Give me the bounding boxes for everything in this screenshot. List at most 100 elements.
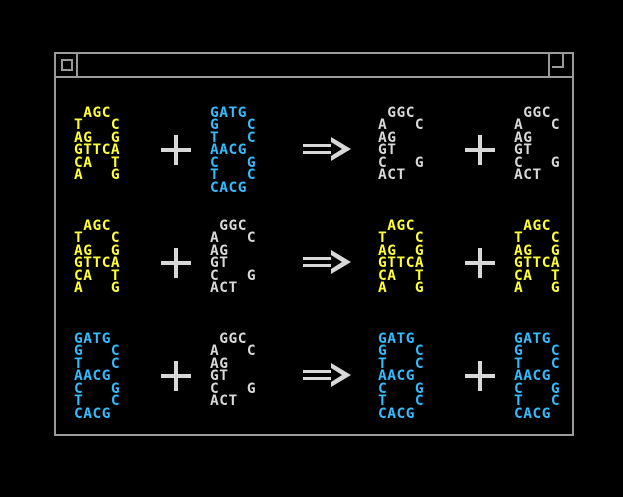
glyph-line: T C (514, 355, 561, 372)
glyph-line: C G (378, 380, 425, 397)
glyph-line: G C (378, 343, 425, 359)
glyph-line: AG G (74, 129, 121, 146)
glyph-line: T C (74, 393, 121, 409)
glyph-line: C G (514, 380, 561, 397)
glyph-line: AGC (74, 104, 111, 121)
close-box-icon[interactable] (56, 54, 78, 76)
right-arrow-icon (301, 359, 355, 393)
glyph-line: CA T (514, 267, 561, 284)
glyph-line: C G (210, 380, 257, 397)
glyph-line: ACT (210, 280, 238, 296)
plus-icon (463, 133, 497, 167)
glyph-line: AACG (74, 368, 111, 384)
glyph-line: T C (210, 129, 257, 146)
glyph-line: CA T (74, 154, 121, 171)
glyph-line: C G (210, 267, 257, 284)
plus-icon (463, 359, 497, 393)
glyph-line: AG G (514, 242, 561, 259)
glyph-line: T C (378, 230, 425, 246)
glyph-line: GT (210, 368, 229, 384)
glyph-line: GTTCA (514, 255, 561, 271)
glyph-line: GTTCA (74, 142, 121, 158)
glyph-line: GTTCA (378, 255, 425, 271)
glyph-line: GGC (210, 217, 247, 234)
plus-icon (159, 133, 193, 167)
glyph-line: AGC (378, 217, 415, 234)
glyph-line: A G (378, 280, 425, 296)
glyph-line: GT (514, 142, 533, 158)
plus-icon (159, 359, 193, 393)
glyph-line: A C (210, 230, 257, 246)
glyph-line: ACT (514, 167, 542, 183)
glyph-line: T C (514, 230, 561, 246)
glyph-line: C G (378, 154, 425, 171)
glyph-line: C G (514, 154, 561, 171)
glyph-line: A G (514, 280, 561, 296)
glyph-line: GT (378, 142, 397, 158)
glyph-line: GGC (378, 104, 415, 121)
glyph-line: AACG (210, 142, 247, 158)
glyph-line: AG (210, 242, 229, 259)
right-arrow-icon (301, 133, 355, 167)
glyph-line: AGC (74, 217, 111, 234)
glyph-line: AG (210, 355, 229, 372)
glyph-line: T C (74, 355, 121, 372)
glyph-line: ACT (378, 167, 406, 183)
glyph-line: T C (378, 355, 425, 372)
plus-icon (159, 246, 193, 280)
right-arrow-icon (301, 246, 355, 280)
glyph-line: CA T (378, 267, 425, 284)
glyph-line: A C (210, 343, 257, 359)
glyph-line: GGC (210, 330, 247, 347)
glyph-line: T C (74, 230, 121, 246)
glyph-line: CACG (210, 179, 247, 196)
glyph-line: GATG (378, 330, 415, 347)
plus-icon (463, 246, 497, 280)
glyph-line: A G (74, 167, 121, 183)
glyph-line: GGC (514, 104, 551, 121)
glyph-line: CACG (74, 405, 111, 422)
glyph-line: AACG (378, 368, 415, 384)
glyph-line: AG (514, 129, 533, 146)
glyph-line: T C (74, 117, 121, 133)
glyph-line: AGC (514, 217, 551, 234)
glyph-line: GATG (210, 104, 247, 121)
glyph-line: T C (210, 167, 257, 183)
glyph-line: AG G (378, 242, 425, 259)
glyph-line: C G (74, 380, 121, 397)
glyph-line: A G (74, 280, 121, 296)
glyph-line: GT (210, 255, 229, 271)
glyph-line: AG G (74, 242, 121, 259)
glyph-line: CACG (514, 405, 551, 422)
glyph-line: G C (514, 343, 561, 359)
glyph-line: CA T (74, 267, 121, 284)
zoom-box-icon[interactable] (548, 54, 572, 76)
glyph-line: AG (378, 129, 397, 146)
glyph-line: GATG (514, 330, 551, 347)
glyph-line: C G (210, 154, 257, 171)
title-bar[interactable] (56, 54, 572, 78)
glyph-line: CACG (378, 405, 415, 422)
glyph-line: AACG (514, 368, 551, 384)
glyph-line: T C (514, 393, 561, 409)
glyph-line: G C (210, 117, 257, 133)
glyph-line: GTTCA (74, 255, 121, 271)
glyph-line: ACT (210, 393, 238, 409)
glyph-line: GATG (74, 330, 111, 347)
glyph-line: G C (74, 343, 121, 359)
glyph-line: A C (514, 117, 561, 133)
